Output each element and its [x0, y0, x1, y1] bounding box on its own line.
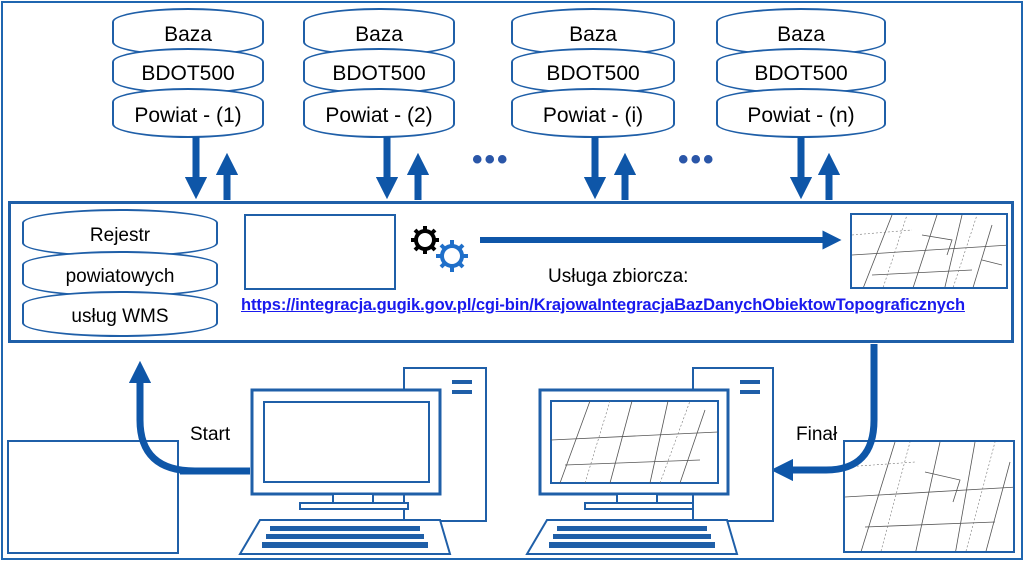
final-arrow	[770, 344, 878, 482]
db-arrows	[184, 137, 841, 200]
database-segment: Powiat - (2)	[303, 88, 455, 138]
database-segment: BDOT500	[303, 48, 455, 94]
map-lines	[852, 215, 1006, 287]
db-label-line1: Baza	[569, 23, 617, 46]
map-lines	[845, 442, 1013, 551]
gear-icon	[411, 226, 468, 272]
db-label-line1: Baza	[777, 23, 825, 46]
database-segment: BDOT500	[716, 48, 886, 94]
desktop-computer-icon	[525, 367, 774, 555]
final-path-hidden	[775, 344, 874, 470]
db-label-line2: BDOT500	[754, 62, 848, 85]
db-label-line1: Baza	[355, 23, 403, 46]
desktop-computer-icon	[238, 367, 487, 555]
database-segment: BDOT500	[511, 48, 675, 94]
database-powiat-1: Baza BDOT500 Powiat - (1)	[112, 8, 264, 138]
service-url-link[interactable]: https://integracja.gugik.gov.pl/cgi-bin/…	[241, 296, 965, 314]
process-box	[244, 214, 396, 290]
database-powiat-i: Baza BDOT500 Powiat - (i)	[511, 8, 675, 138]
final-map-thumbnail	[843, 440, 1015, 553]
registry-line3: usług WMS	[71, 306, 169, 327]
service-title: Usługa zbiorcza:	[548, 266, 689, 287]
database-segment: Powiat - (1)	[112, 88, 264, 138]
map-output-thumbnail	[850, 213, 1008, 289]
db-label-line2: BDOT500	[546, 62, 640, 85]
wms-registry-database: Rejestr powiatowych usług WMS	[22, 209, 218, 337]
database-segment: usług WMS	[22, 291, 218, 337]
db-label-line3: Powiat - (n)	[747, 104, 855, 127]
db-label-line3: Powiat - (1)	[134, 104, 242, 127]
start-label: Start	[190, 424, 231, 445]
start-arrow	[128, 360, 196, 475]
registry-line2: powiatowych	[65, 266, 175, 287]
db-label-line2: BDOT500	[332, 62, 426, 85]
ellipsis-dots: •••	[678, 143, 716, 176]
db-label-line3: Powiat - (2)	[325, 104, 433, 127]
final-label: Finał	[796, 424, 838, 445]
db-label-line1: Baza	[164, 23, 212, 46]
db-label-line3: Powiat - (i)	[542, 104, 644, 127]
database-powiat-n: Baza BDOT500 Powiat - (n)	[716, 8, 886, 138]
ellipsis-dots: •••	[472, 143, 510, 176]
database-powiat-2: Baza BDOT500 Powiat - (2)	[303, 8, 455, 138]
database-segment: Powiat - (i)	[511, 88, 675, 138]
registry-line1: Rejestr	[89, 225, 151, 246]
db-label-line2: BDOT500	[141, 62, 235, 85]
